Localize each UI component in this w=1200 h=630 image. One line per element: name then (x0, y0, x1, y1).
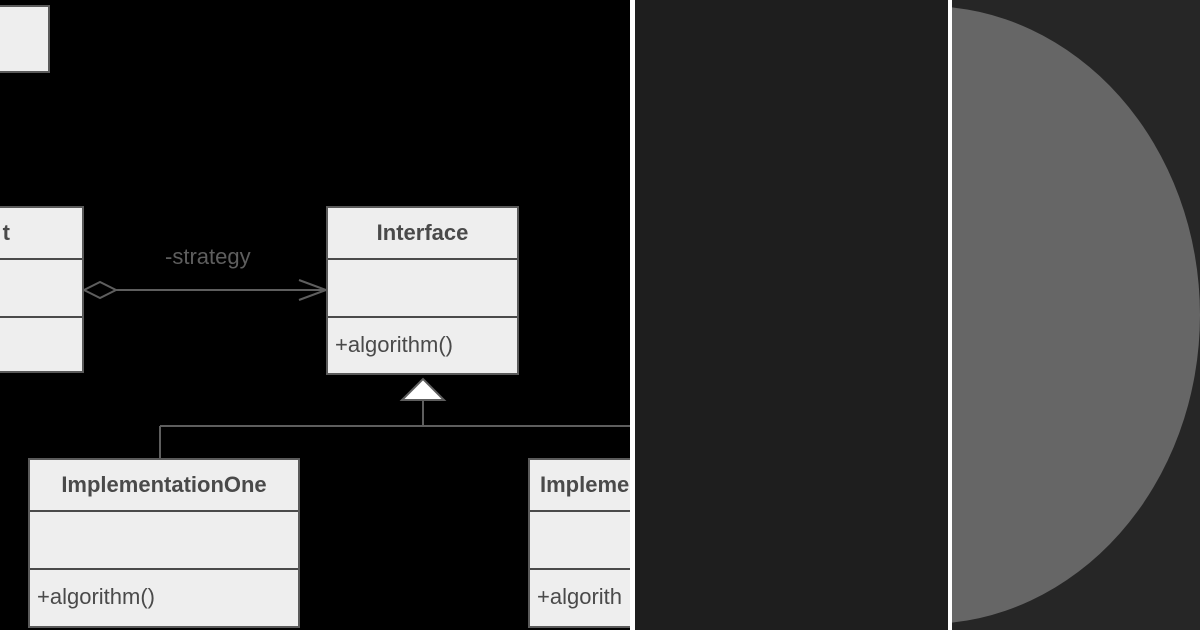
class-name: Impleme (530, 460, 630, 512)
diagram-connectors (81, 279, 630, 458)
class-name: t (0, 208, 82, 260)
dark-panel (635, 0, 948, 630)
class-operations (0, 318, 82, 369)
uml-diagram-panel: t -strategy Interface +algorithm() Imple… (0, 5, 630, 628)
class-attributes (0, 260, 82, 318)
interface-class: Interface +algorithm() (326, 206, 519, 375)
class-name: ImplementationOne (30, 460, 298, 512)
class-name: Interface (328, 208, 517, 260)
class-attributes (30, 512, 298, 570)
semicircle-shape (952, 6, 1200, 624)
class-operation: +algorith (537, 584, 623, 609)
implementation-one-class: ImplementationOne +algorithm() (28, 458, 300, 628)
panel-divider (948, 0, 952, 630)
class-attributes (328, 260, 517, 318)
implementation-two-class: Impleme +algorith (528, 458, 630, 628)
class-operation: +algorithm() (335, 332, 453, 357)
generalization-triangle-icon (399, 377, 447, 401)
class-attributes (530, 512, 630, 570)
panel-divider (630, 0, 635, 630)
context-class: t (0, 206, 84, 373)
association-label: -strategy (165, 244, 251, 269)
aggregation-diamond-icon (81, 280, 119, 300)
title-box (0, 5, 50, 73)
class-operation: +algorithm() (37, 584, 155, 609)
semicircle-panel (952, 0, 1200, 630)
